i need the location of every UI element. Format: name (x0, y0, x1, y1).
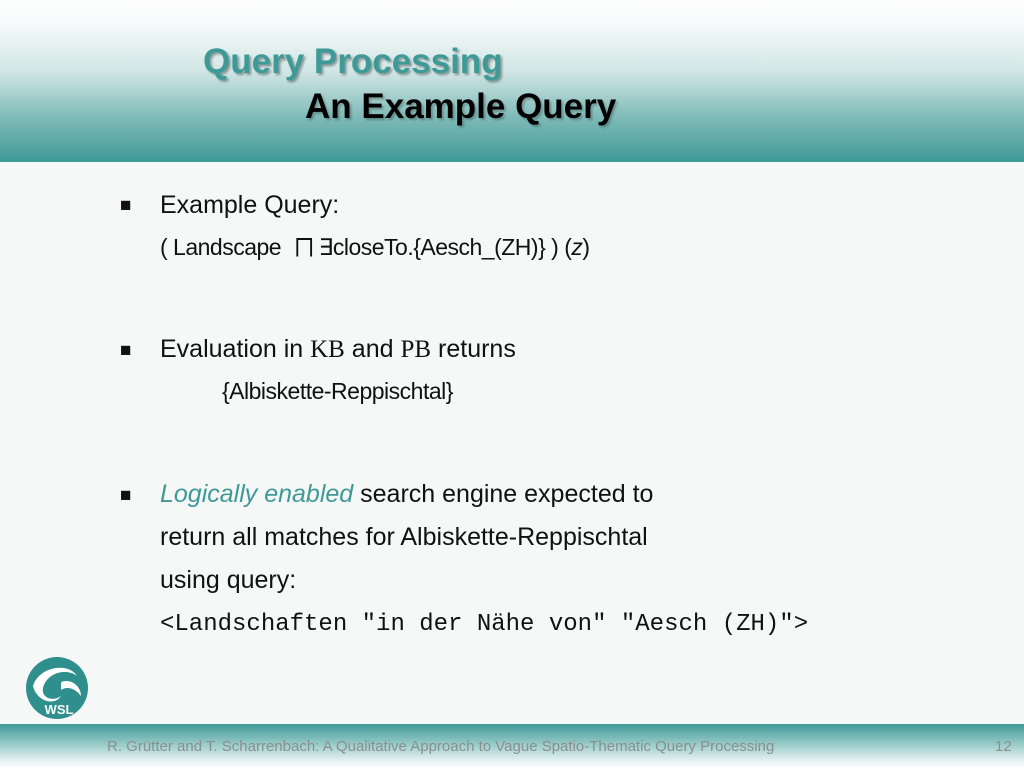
exists-symbol: ∃ (318, 235, 334, 260)
slide-subtitle: An Example Query (305, 87, 617, 126)
bullet-3-line-2: return all matches for Albiskette-Reppis… (160, 523, 648, 551)
eval-pre: Evaluation in (160, 335, 304, 363)
footer-citation: R. Grütter and T. Scharrenbach: A Qualit… (107, 738, 775, 755)
pb-term: PB (400, 336, 432, 363)
slide-header: Query Processing An Example Query (0, 0, 1024, 162)
eval-post: returns (438, 335, 516, 363)
query-close: ) (582, 234, 590, 260)
bullet-3-line-1-rest: search engine expected to (360, 480, 654, 508)
logically-enabled-term: Logically enabled (160, 480, 354, 508)
bullet-2-text: Evaluation in KB and PB returns (160, 335, 516, 364)
footer-bar (0, 724, 1024, 768)
query-string: <Landschaften "in der Nähe von" "Aesch (… (160, 611, 809, 638)
eval-and: and (351, 335, 394, 363)
wsl-logo: WSL (26, 657, 88, 719)
slide-title: Query Processing (203, 42, 503, 81)
bullet-marker: ■ (120, 485, 132, 506)
bullet-marker: ■ (120, 195, 132, 216)
example-query-expression: ( Landscape ⨅ ∃closeTo.{Aesch_(ZH)} ) (z… (160, 234, 590, 261)
bullet-marker: ■ (120, 340, 132, 361)
bullet-3-line-3: using query: (160, 566, 297, 594)
bullet-3-line-1: Logically enabled search engine expected… (160, 480, 653, 509)
intersection-symbol: ⨅ (294, 235, 313, 260)
query-rest: closeTo.{Aesch_(ZH)} ) ( (332, 234, 572, 260)
evaluation-result: {Albiskette-Reppischtal} (222, 378, 453, 404)
bullet-1-heading: Example Query: (160, 191, 340, 219)
page-number: 12 (995, 738, 1012, 755)
query-variable: z (571, 234, 583, 260)
kb-term: KB (310, 336, 345, 363)
query-open: ( Landscape (160, 234, 282, 260)
logo-text: WSL (45, 702, 74, 717)
